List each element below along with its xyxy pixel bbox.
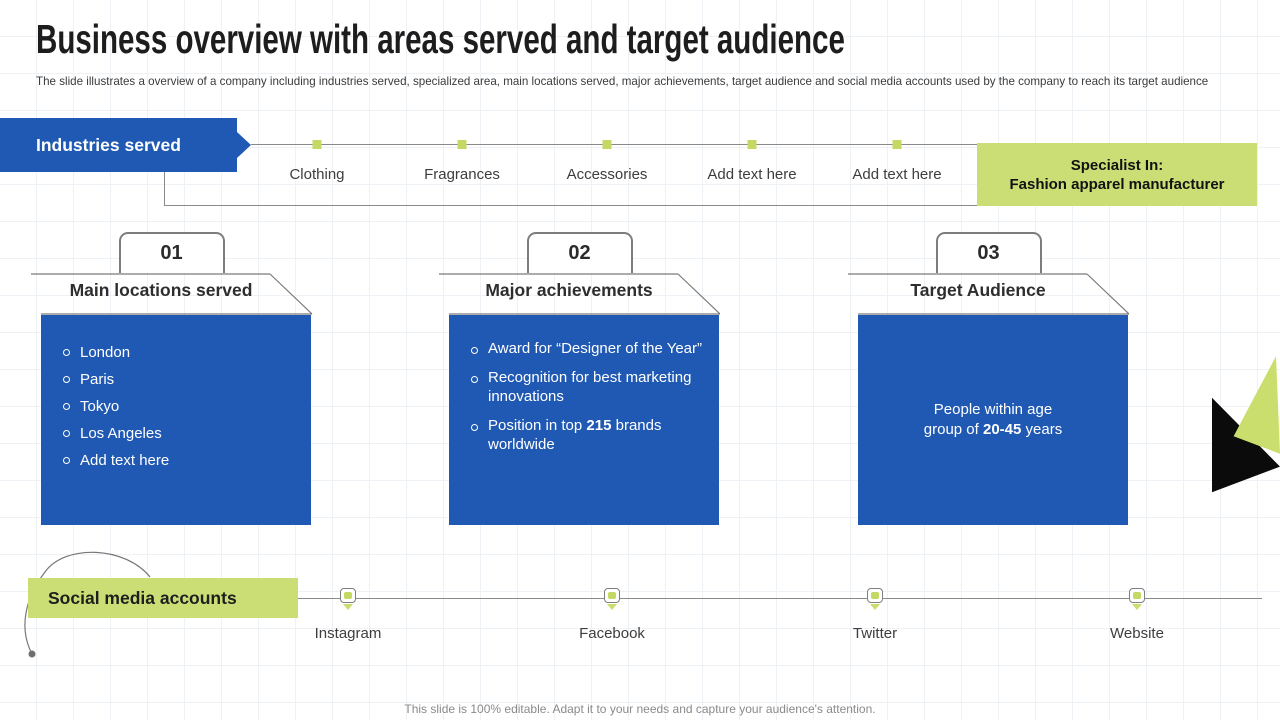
industries-served-banner: Industries served	[0, 118, 237, 172]
circle-arc-decoration	[24, 551, 151, 658]
industry-marker-icon	[602, 140, 612, 149]
bullet-label: Position in top 215 brands worldwide	[488, 416, 662, 454]
industries-banner-label: Industries served	[36, 134, 181, 155]
industry-label-placeholder-2[interactable]: Add text here	[852, 166, 942, 183]
bullet-icon	[471, 347, 478, 354]
industry-label-accessories: Accessories	[566, 166, 648, 183]
card-header-outline	[848, 273, 1129, 315]
specialist-line1: Specialist In:	[1070, 156, 1164, 174]
slide-subtitle: The slide illustrates a overview of a co…	[36, 75, 1209, 88]
specialist-line2: Fashion apparel manufacturer	[1009, 175, 1225, 193]
bullet-icon	[63, 403, 70, 410]
bullet-label: Award for “Designer of the Year”	[488, 340, 703, 357]
page-title: Business overview with areas served and …	[36, 16, 845, 62]
social-marker-tail-icon	[870, 604, 880, 610]
card-body: London Paris Tokyo Los Angeles Add text …	[41, 315, 311, 525]
bullet-icon	[63, 430, 70, 437]
list-item-placeholder[interactable]: Add text here	[63, 447, 299, 474]
industry-marker-icon	[457, 140, 467, 149]
social-marker-tail-icon	[607, 604, 617, 610]
bullet-label: London	[80, 344, 131, 361]
card-body: Award for “Designer of the Year” Recogni…	[449, 315, 719, 525]
industry-marker-icon	[892, 140, 902, 149]
bullet-label: Paris	[80, 371, 115, 388]
bullet-icon	[63, 349, 70, 356]
social-marker-icon	[867, 588, 883, 603]
card-title: Target Audience	[910, 280, 1046, 300]
social-marker-tail-icon	[343, 604, 353, 610]
list-item: Recognition for best marketing innovatio…	[471, 368, 707, 407]
social-label-website: Website	[1110, 625, 1164, 642]
bullet-label: Tokyo	[80, 398, 120, 415]
card-number-badge: 03	[935, 232, 1042, 273]
card-title: Main locations served	[69, 280, 253, 300]
card-header-outline	[31, 273, 312, 315]
card-number-badge: 01	[118, 232, 225, 273]
industries-connector-horizontal	[164, 205, 977, 206]
bullet-icon	[63, 457, 70, 464]
list-item: Award for “Designer of the Year”	[471, 339, 707, 359]
card-center-text: People within age group of 20-45 years	[923, 401, 1063, 438]
social-marker-icon	[1129, 588, 1145, 603]
card-main-locations: 01 Main locations served London Paris To…	[31, 232, 312, 525]
industry-label-placeholder-1[interactable]: Add text here	[707, 166, 797, 183]
card-target-audience: 03 Target Audience People within age gro…	[848, 232, 1129, 525]
decorative-arrows	[1200, 345, 1280, 505]
industries-connector-vertical	[164, 172, 165, 205]
card-major-achievements: 02 Major achievements Award for “Designe…	[439, 232, 720, 525]
social-timeline-line	[298, 598, 1262, 599]
social-marker-icon	[340, 588, 356, 603]
specialist-box: Specialist In: Fashion apparel manufactu…	[977, 143, 1257, 206]
list-item: Paris	[63, 366, 299, 393]
list-item: Los Angeles	[63, 420, 299, 447]
card-number-badge: 02	[526, 232, 633, 273]
card-header-outline	[439, 273, 720, 315]
social-label-twitter: Twitter	[852, 625, 898, 642]
industry-label-fragrances: Fragrances	[424, 166, 500, 183]
industry-label-clothing: Clothing	[289, 166, 345, 183]
bullet-icon	[471, 423, 478, 431]
social-label-instagram: Instagram	[314, 625, 382, 642]
social-media-banner: Social media accounts	[28, 578, 298, 618]
bullet-label: Los Angeles	[80, 425, 162, 442]
footer-note: This slide is 100% editable. Adapt it to…	[404, 702, 876, 716]
social-label-facebook: Facebook	[579, 625, 645, 642]
bullet-icon	[471, 375, 478, 383]
social-banner-label: Social media accounts	[48, 587, 237, 608]
card-title: Major achievements	[485, 280, 653, 300]
social-marker-tail-icon	[1132, 604, 1142, 610]
bullet-icon	[63, 376, 70, 383]
industries-timeline-line	[251, 144, 977, 145]
social-marker-icon	[604, 588, 620, 603]
bullet-label: Add text here	[80, 452, 170, 469]
list-item: Tokyo	[63, 393, 299, 420]
card-body: People within age group of 20-45 years	[858, 315, 1128, 525]
industry-marker-icon	[747, 140, 757, 149]
bullet-label: Recognition for best marketing innovatio…	[488, 368, 692, 406]
list-item: London	[63, 339, 299, 366]
industry-marker-icon	[312, 140, 322, 149]
list-item: Position in top 215 brands worldwide	[471, 416, 707, 455]
